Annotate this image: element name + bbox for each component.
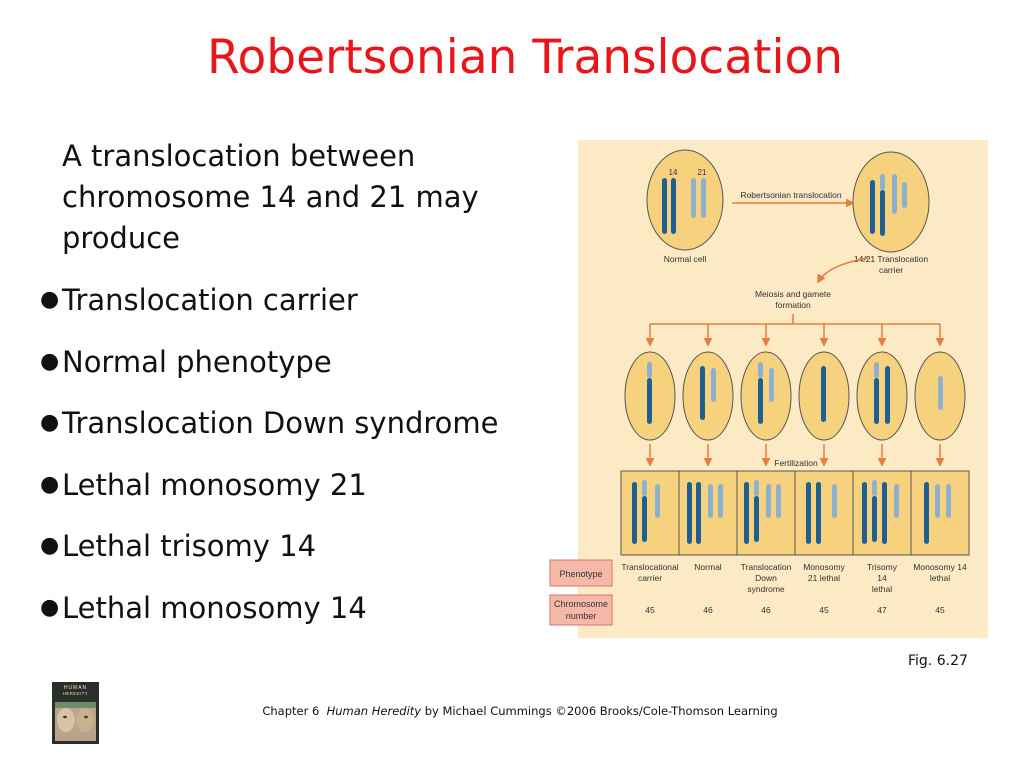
footer-book-title: Human Heredity	[326, 704, 422, 718]
svg-text:14: 14	[877, 573, 887, 583]
bullet-item: ●Translocation carrier	[30, 278, 499, 340]
bullet-dot: ●	[40, 471, 60, 497]
chrom-21-label: 21	[698, 168, 707, 177]
svg-text:HUMAN: HUMAN	[64, 685, 87, 691]
bullet-dot: ●	[40, 410, 60, 435]
svg-text:47: 47	[877, 605, 887, 615]
normal-cell-label: Normal cell	[664, 254, 707, 264]
zygote-boxes	[620, 470, 970, 556]
bullet-item: ●Normal phenotype	[30, 340, 499, 402]
svg-text:Translocational: Translocational	[621, 562, 678, 572]
phenotype-label-box	[549, 559, 613, 587]
footer-credit: by Michael Cummings ©2006 Brooks/Cole-Th…	[424, 704, 778, 718]
bullet-item: ●Lethal trisomy 14	[30, 524, 499, 586]
svg-text:Down: Down	[755, 573, 777, 583]
fertilization-label: Fertilization	[774, 458, 818, 468]
svg-text:lethal: lethal	[930, 573, 950, 583]
figure-caption: Fig. 6.27	[908, 653, 968, 669]
bullet-item: ●Lethal monosomy 21	[30, 463, 499, 525]
intro-text: A translocation between chromosome 14 an…	[62, 139, 479, 255]
translocation-arrow-label: Robertsonian translocation	[740, 190, 841, 200]
svg-text:carrier: carrier	[638, 573, 662, 583]
meiosis-label-line-2: formation	[775, 300, 811, 310]
chromosome-number-label-box	[549, 594, 613, 626]
carrier-label-line-2: carrier	[879, 265, 903, 275]
book-cover-image: HUMAN HEREDITY	[52, 682, 99, 744]
branch-arrows	[645, 314, 945, 347]
svg-text:Normal: Normal	[694, 562, 722, 572]
svg-text:syndrome: syndrome	[747, 584, 785, 594]
chrom-14-label: 14	[669, 168, 678, 177]
bullet-dot: ●	[40, 594, 60, 620]
bullet-dot: ●	[40, 287, 60, 312]
meiosis-arrow	[817, 257, 869, 284]
svg-text:21 lethal: 21 lethal	[808, 573, 840, 583]
normal-cell-chromosomes	[662, 178, 706, 234]
footer: Chapter 6 Human Heredity by Michael Cumm…	[0, 704, 1024, 718]
carrier-cell	[852, 151, 930, 253]
outcome-numbers: 45 46 46 45 47 45	[645, 605, 945, 615]
svg-text:45: 45	[819, 605, 829, 615]
svg-text:lethal: lethal	[872, 584, 892, 594]
svg-text:46: 46	[703, 605, 713, 615]
gamete-chromosomes	[647, 362, 943, 424]
bullet-dot: ●	[40, 533, 60, 558]
zygote-chromosomes	[632, 480, 951, 544]
carrier-label-line-1: 14/21 Translocation	[854, 254, 928, 264]
svg-text:Monosomy: Monosomy	[803, 562, 845, 572]
carrier-cell-chromosomes	[870, 174, 907, 236]
footer-chapter: Chapter 6	[262, 704, 320, 718]
chromosome-number-label-line-1: Chromosome	[554, 599, 608, 609]
svg-text:46: 46	[761, 605, 771, 615]
phenotype-label: Phenotype	[559, 569, 602, 579]
bullet-item: ●Translocation Down syndrome	[30, 401, 499, 463]
svg-text:45: 45	[935, 605, 945, 615]
svg-text:Translocation: Translocation	[741, 562, 792, 572]
translocation-figure: 14 21 Normal cell Robertsonian transloca…	[549, 140, 988, 638]
meiosis-label-line-1: Meiosis and gamete	[755, 289, 831, 299]
slide-title: Robertsonian Translocation	[206, 30, 844, 85]
svg-text:Monosomy 14: Monosomy 14	[913, 562, 967, 572]
gamete-cells	[624, 351, 966, 441]
chromosome-number-label-line-2: number	[566, 611, 597, 621]
bullet-item: ●Lethal monosomy 14	[30, 586, 499, 648]
svg-text:HEREDITY: HEREDITY	[63, 691, 88, 696]
normal-cell	[646, 149, 724, 251]
svg-text:45: 45	[645, 605, 655, 615]
bullet-dot: ●	[40, 348, 60, 374]
outcome-phenotypes: Translocational carrier Normal Transloca…	[621, 562, 967, 594]
fertilization-arrows	[645, 444, 945, 467]
bullet-list: ●Translocation carrier ●Normal phenotype…	[30, 278, 499, 647]
svg-text:Trisomy: Trisomy	[867, 562, 898, 572]
